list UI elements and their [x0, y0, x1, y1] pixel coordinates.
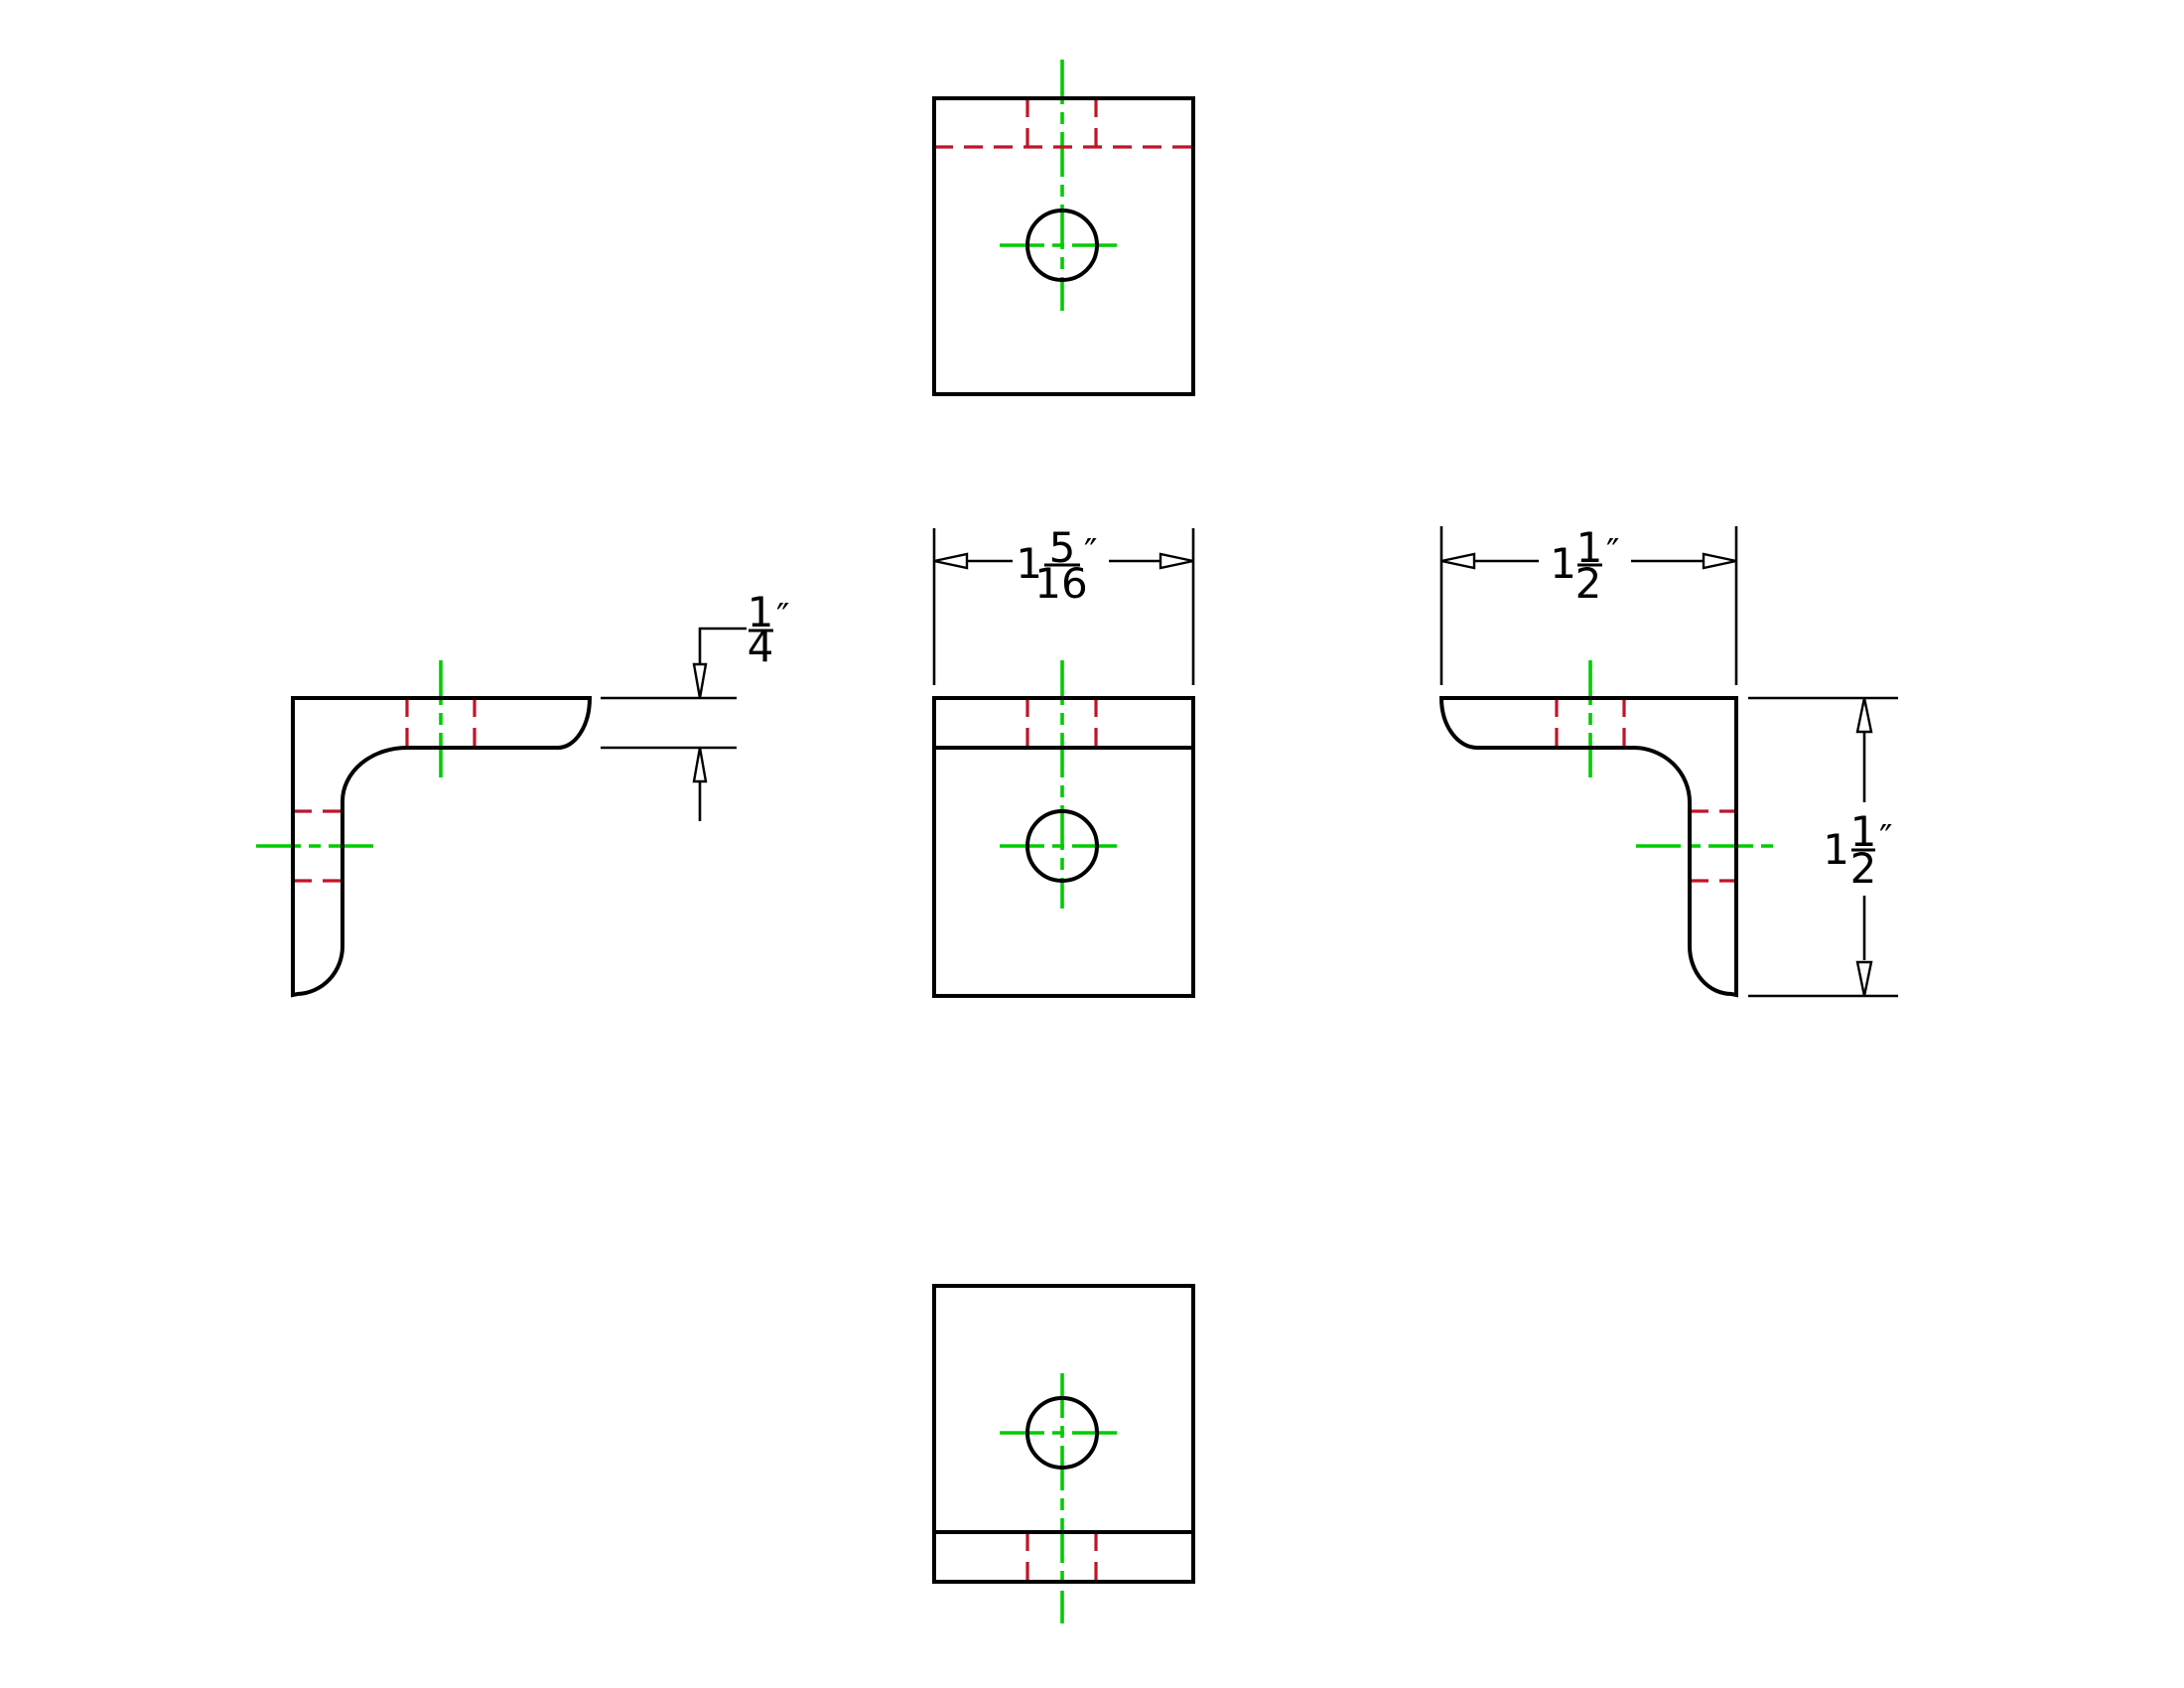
dim-unit: ″ [776, 597, 789, 637]
front-view-hole [1025, 809, 1099, 883]
right-view-outline [1438, 696, 1738, 998]
dim-whole: 1 [1550, 539, 1576, 588]
dim-unit: ″ [1879, 818, 1892, 859]
dimension-thickness: 1 4 ″ [601, 588, 789, 821]
dim-unit: ″ [1084, 532, 1097, 573]
front-view [932, 660, 1195, 998]
dim-numerator: 1 [1850, 807, 1877, 856]
arrow-left-icon [933, 552, 969, 570]
top-view-outline [932, 96, 1195, 396]
arrow-right-icon [1702, 552, 1737, 570]
dimension-side-width: 1 1 2 ″ [1439, 523, 1738, 685]
dim-unit: ″ [1606, 532, 1619, 573]
arrow-up-icon [692, 747, 708, 783]
dim-denominator: 2 [1575, 559, 1602, 608]
top-view-hole [1025, 209, 1099, 282]
dim-whole: 1 [1823, 825, 1849, 874]
arrow-right-icon [1159, 552, 1194, 570]
leader-line [698, 627, 747, 664]
top-view [932, 60, 1195, 396]
dim-numerator: 1 [748, 588, 774, 636]
dim-denominator: 4 [748, 623, 774, 671]
front-view-outline [932, 696, 1195, 998]
dimension-side-height: 1 1 2 ″ [1748, 696, 1898, 998]
bottom-view [932, 1284, 1195, 1623]
left-side-view [256, 660, 593, 998]
bottom-view-hole [1025, 1396, 1099, 1470]
dim-whole: 1 [1016, 539, 1042, 588]
dim-denominator: 2 [1850, 844, 1877, 893]
arrow-down-icon [1855, 960, 1873, 997]
left-view-outline [291, 696, 593, 998]
right-side-view [1438, 660, 1773, 998]
arrow-up-icon [1855, 697, 1873, 734]
bottom-view-outline [932, 1284, 1195, 1584]
dimension-front-width: 1 5 16 ″ [932, 523, 1195, 685]
arrow-down-icon [692, 662, 708, 699]
dim-denominator: 16 [1034, 559, 1087, 608]
arrow-left-icon [1440, 552, 1476, 570]
